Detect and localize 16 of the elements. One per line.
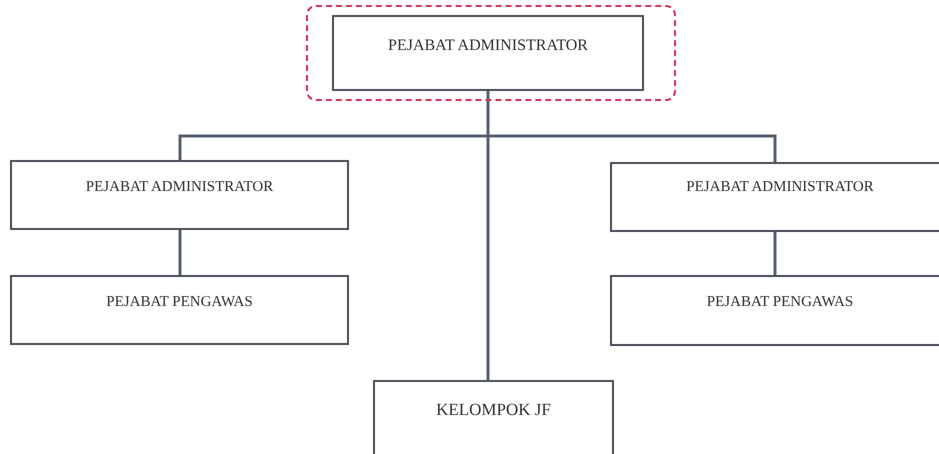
org-box (10, 160, 349, 230)
org-box (10, 275, 349, 345)
position-title: PEJABAT ADMINISTRATOR (686, 179, 874, 196)
position-title: PEJABAT ADMINISTRATOR (86, 179, 274, 196)
connector-line (178, 230, 182, 275)
position-title: PEJABAT PENGAWAS (706, 294, 854, 311)
position-title: PEJABAT PENGAWAS (106, 294, 253, 311)
highlight-outline (306, 5, 676, 101)
org-box (610, 275, 939, 346)
org-box (373, 380, 614, 454)
connector-line (774, 232, 776, 275)
org-box (610, 162, 939, 232)
position-title: KELOMPOK JF (436, 400, 551, 420)
org-box (332, 15, 644, 91)
position-title: PEJABAT ADMINISTRATOR (388, 37, 588, 55)
connector-line (486, 91, 776, 162)
